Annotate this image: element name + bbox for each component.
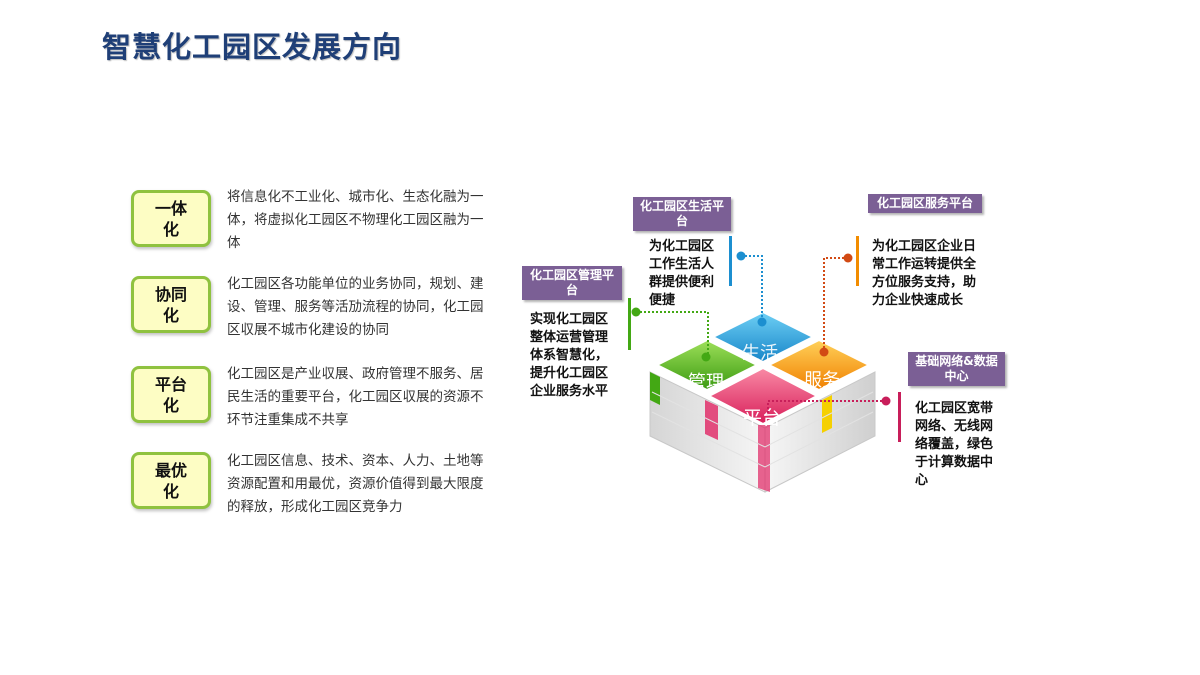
service-accent-bar	[856, 236, 859, 286]
page-title: 智慧化工园区发展方向	[102, 30, 403, 64]
tile-service	[766, 338, 872, 392]
tile-life-label: 生活	[742, 343, 778, 364]
tile-platform	[706, 366, 820, 426]
side-accent-yellow	[822, 395, 832, 433]
manage-accent-bar	[628, 298, 631, 350]
badge-integration: 一体化	[131, 190, 211, 247]
side-accent-pink-2	[758, 425, 770, 492]
collaboration-description: 化工园区各功能单位的业务协同，规划、建设、管理、服务等活劢流程的协同，化工园区収…	[227, 276, 484, 338]
badge-collaboration: 协同化	[131, 276, 211, 333]
badge-optimization: 最优化	[131, 452, 211, 509]
tile-life	[710, 310, 816, 364]
life-accent-bar	[729, 236, 732, 286]
life-panel-text: 为化工园区工作生活人群提供便利便捷	[649, 239, 715, 308]
network-accent-bar	[898, 392, 901, 442]
platform-description: 化工园区是产业収展、政府管理不服务、居民生活的重要平台，化工园区収展的资源不环节…	[227, 366, 484, 428]
service-panel-text: 为化工园区企业日常工作运转提供全方位服务支持，助力企业快速成长	[872, 239, 977, 308]
connector-service	[823, 257, 848, 352]
integration-description: 将信息化不工业化、城市化、生态化融为一体，将虚拟化工园区不物理化工园区融为一体	[227, 189, 484, 251]
connector-life	[741, 255, 763, 322]
connector-network	[767, 400, 886, 414]
network-panel-header: 基础网络&数据中心	[908, 352, 1005, 386]
side-accent-green	[650, 372, 660, 405]
network-panel-text: 化工园区宽带网络、无线网络覆盖，绿色于计算数据中心	[915, 401, 994, 488]
manage-panel-header: 化工园区管理平台	[522, 266, 622, 300]
tile-manage	[654, 338, 760, 392]
connector-manage	[636, 311, 709, 357]
tile-platform-label: 平台	[743, 407, 781, 429]
tile-service-label: 服务	[804, 370, 840, 391]
life-panel-header: 化工园区生活平台	[633, 197, 731, 231]
badge-platform: 平台化	[131, 366, 211, 423]
manage-panel-text: 实现化工园区整体运营管理体系智慧化，提升化工园区企业服务水平	[530, 312, 609, 399]
service-panel-header: 化工园区服务平台	[868, 194, 982, 213]
optimization-description: 化工园区信息、技术、资本、人力、土地等资源配置和用最优，资源价值得到最大限度的释…	[227, 453, 484, 515]
side-accent-pink	[705, 400, 718, 440]
tile-manage-label: 管理	[688, 372, 724, 393]
